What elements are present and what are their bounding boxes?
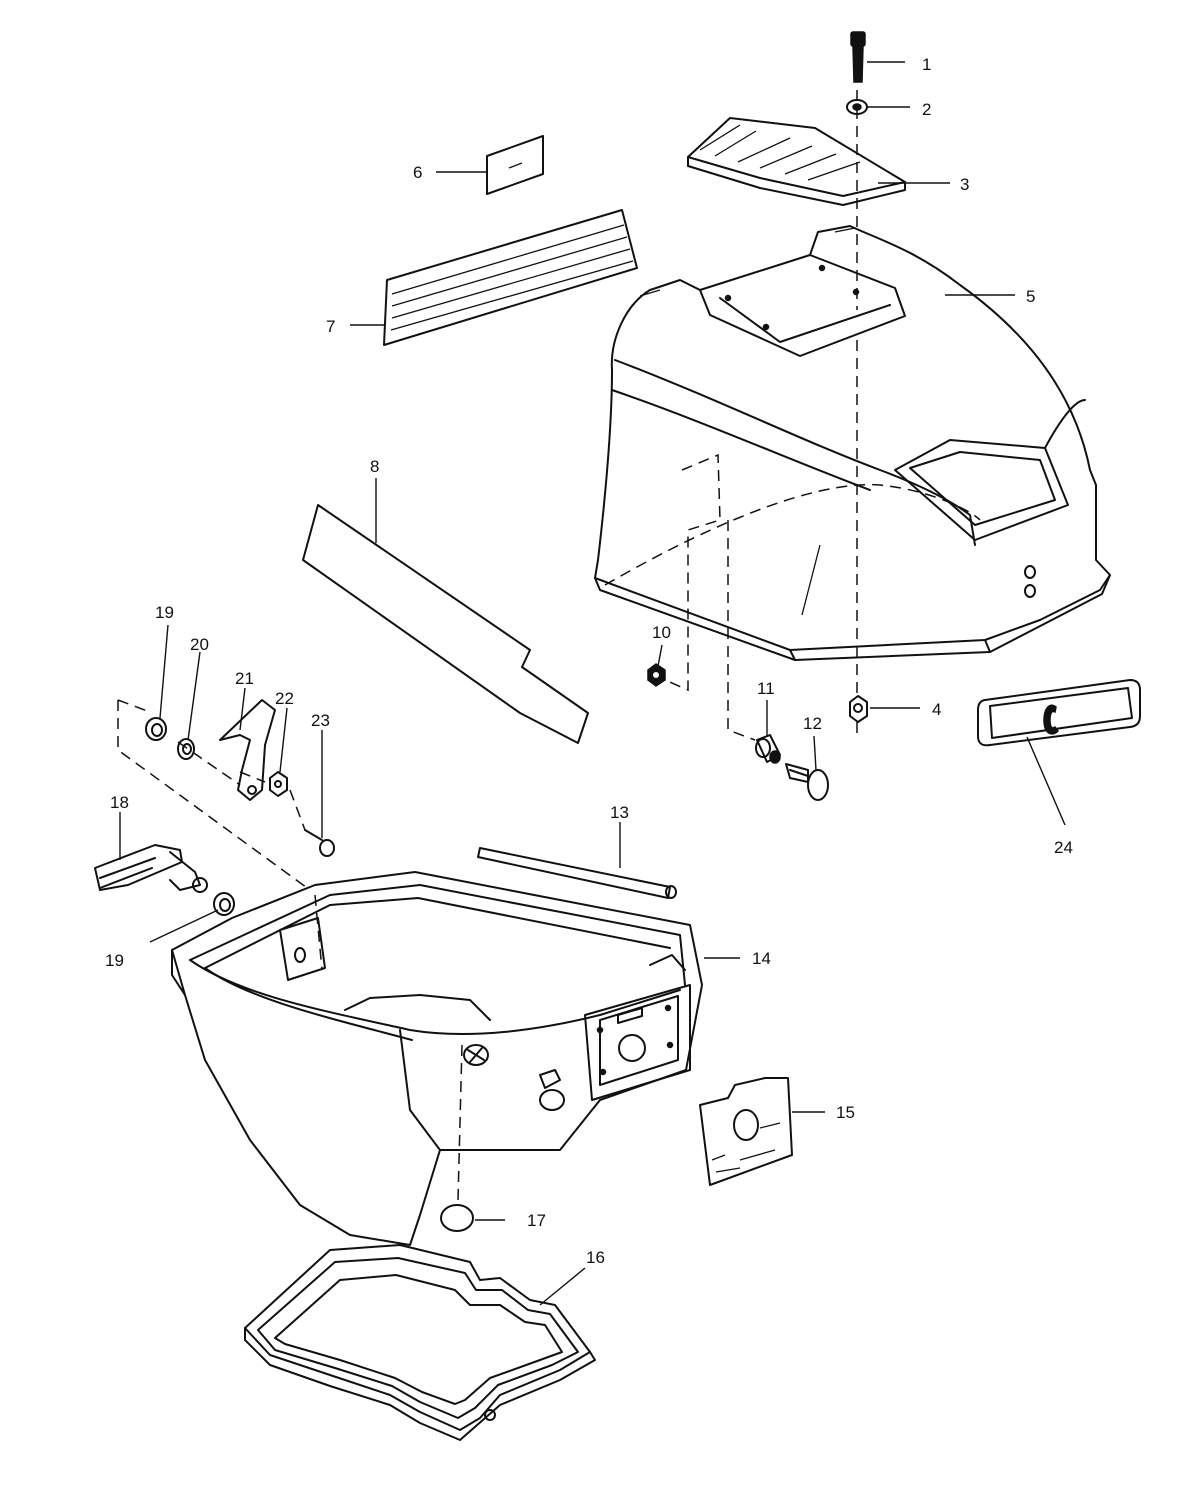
part-nut (849, 695, 868, 723)
callout-16: 16 (586, 1248, 605, 1267)
part-rod (477, 847, 677, 899)
callout-19b: 19 (105, 951, 124, 970)
callout-21: 21 (235, 669, 254, 688)
part-small-decal (486, 135, 544, 195)
callout-15: 15 (836, 1103, 855, 1122)
leader-lines (119, 61, 1066, 1306)
part-side-decal (383, 209, 638, 346)
part-label-plate (699, 1077, 793, 1186)
callout-17: 17 (527, 1211, 546, 1230)
callout-22: 22 (275, 689, 294, 708)
part-hook (219, 699, 276, 801)
part-clip-lower (213, 892, 235, 916)
part-nut-22 (269, 771, 288, 797)
callout-12: 12 (803, 714, 822, 733)
part-bottom-cowl (171, 871, 703, 1246)
callout-3: 3 (960, 175, 969, 194)
part-bolt (785, 763, 829, 801)
callout-20: 20 (190, 635, 209, 654)
part-washer-20 (177, 738, 195, 760)
part-top-cowl (594, 225, 1111, 661)
callout-5: 5 (1026, 287, 1035, 306)
callout-8: 8 (370, 457, 379, 476)
part-latch-handle (94, 844, 208, 893)
part-bushing (755, 734, 781, 764)
part-screw (850, 31, 866, 83)
callout-11: 11 (757, 679, 775, 698)
callout-23: 23 (311, 711, 330, 730)
part-nameplate (977, 679, 1141, 747)
part-clip-upper (145, 717, 167, 741)
callout-18: 18 (110, 793, 129, 812)
callout-24: 24 (1054, 838, 1073, 857)
callout-4: 4 (932, 700, 941, 719)
callout-1: 1 (922, 55, 931, 74)
part-small-nut (647, 663, 666, 687)
part-decal-strip (302, 504, 589, 744)
assembly-lines (117, 90, 858, 1201)
callout-14: 14 (752, 949, 771, 968)
callout-13: 13 (610, 803, 629, 822)
part-top-cover-plate (687, 117, 906, 206)
callout-6: 6 (413, 163, 422, 182)
part-gasket (244, 1244, 596, 1441)
callouts: 1 2 3 4 5 6 7 8 10 11 12 13 14 15 16 17 … (105, 55, 1073, 1267)
callout-2: 2 (922, 100, 931, 119)
callout-10: 10 (652, 623, 671, 642)
part-plug (440, 1204, 474, 1232)
callout-19a: 19 (155, 603, 174, 622)
callout-7: 7 (326, 317, 335, 336)
part-screw-23 (304, 829, 335, 857)
